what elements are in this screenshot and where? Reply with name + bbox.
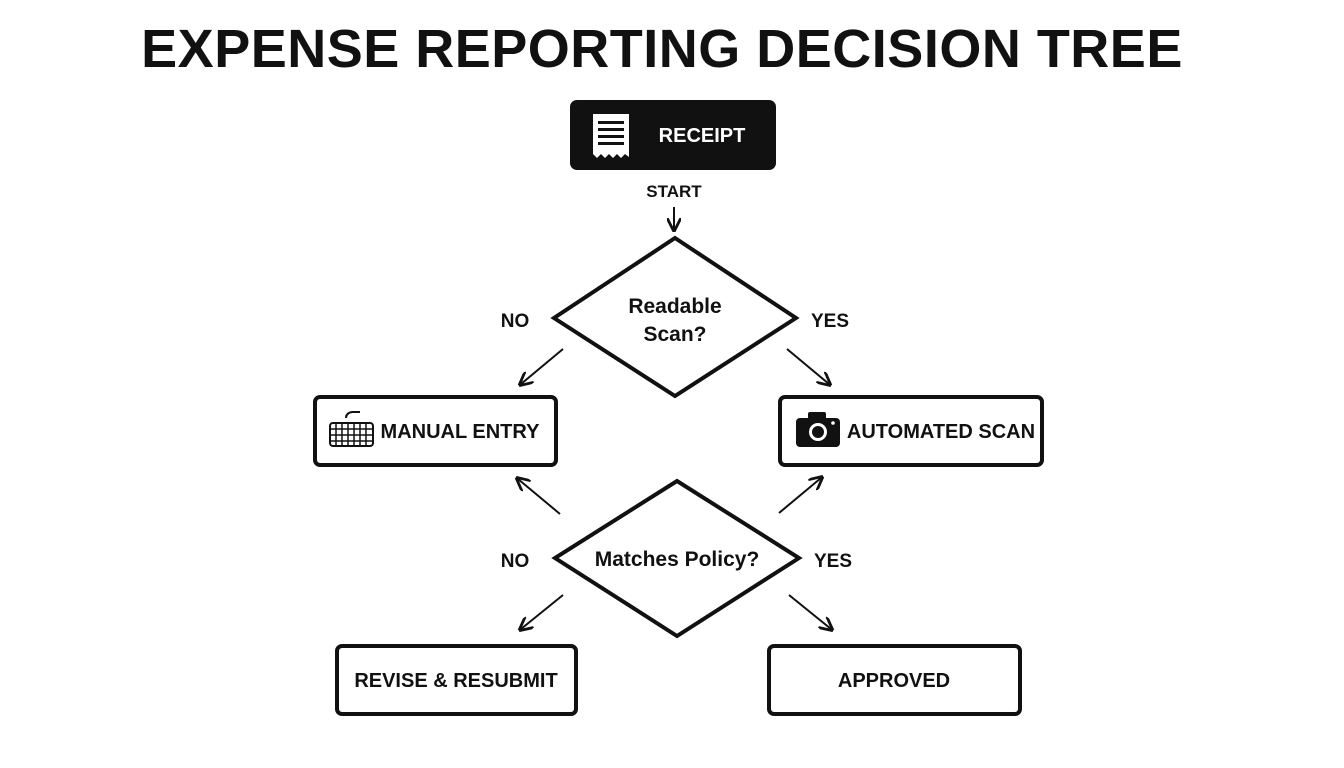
- camera-icon: [796, 412, 840, 447]
- readable-scan-decision: Readable Scan?: [550, 235, 800, 399]
- receipt-label: RECEIPT: [659, 125, 746, 147]
- keyboard-icon: [329, 411, 374, 447]
- scan-no-arrow: [521, 348, 564, 384]
- automated-scan-node: AUTOMATED SCAN: [778, 395, 1044, 467]
- policy-yes-arrow: [788, 594, 831, 629]
- policy-no-label: NO: [501, 551, 530, 572]
- manual-entry-node: MANUAL ENTRY: [313, 395, 558, 467]
- scan-yes-label: YES: [811, 311, 849, 332]
- approved-node: APPROVED: [767, 644, 1022, 716]
- receipt-icon: [593, 114, 629, 158]
- revise-resubmit-label: REVISE & RESUBMIT: [354, 670, 557, 692]
- start-label: START: [646, 182, 702, 201]
- policy-no-arrow: [521, 594, 564, 629]
- approved-label: APPROVED: [838, 670, 950, 692]
- readable-scan-line1: Readable: [628, 295, 721, 318]
- policy-up-right-arrow: [778, 478, 821, 514]
- policy-yes-label: YES: [814, 551, 852, 572]
- receipt-node: RECEIPT: [570, 100, 776, 170]
- matches-policy-label: Matches Policy?: [595, 548, 760, 571]
- page-title: EXPENSE REPORTING DECISION TREE: [141, 19, 1183, 79]
- policy-up-left-arrow: [518, 479, 561, 515]
- automated-scan-label: AUTOMATED SCAN: [847, 421, 1035, 443]
- readable-scan-line2: Scan?: [643, 323, 706, 346]
- scan-yes-arrow: [786, 348, 829, 384]
- manual-entry-label: MANUAL ENTRY: [381, 421, 541, 443]
- revise-resubmit-node: REVISE & RESUBMIT: [335, 644, 578, 716]
- scan-no-label: NO: [501, 311, 530, 332]
- matches-policy-decision: Matches Policy?: [551, 478, 803, 639]
